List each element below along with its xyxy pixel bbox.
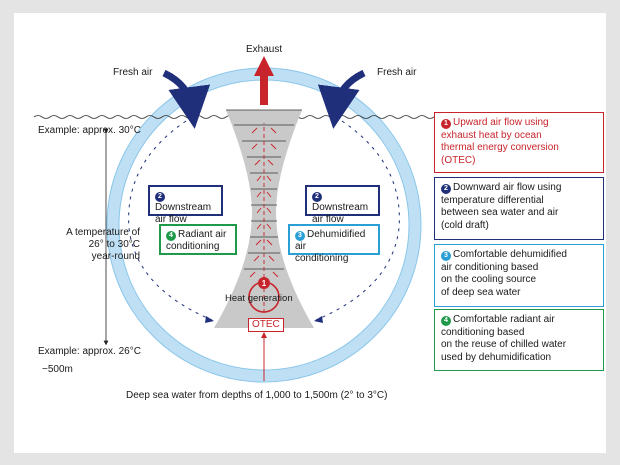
downstream-flow-right xyxy=(315,120,400,321)
depth-label: −500m xyxy=(42,364,73,375)
legend-line: (cold draft) xyxy=(441,219,489,231)
box-line: air flow xyxy=(155,214,187,225)
bottom-temp-label: Example: approx. 26°C xyxy=(38,346,141,357)
deep-sea-water-label: Deep sea water from depths of 1,000 to 1… xyxy=(126,390,388,401)
heat-generation-label: Heat generation xyxy=(225,293,293,304)
heat-generation-number-icon xyxy=(258,277,270,289)
fresh-air-left-label: Fresh air xyxy=(113,67,153,78)
exhaust-arrow xyxy=(254,56,274,105)
legend-line: exhaust heat by ocean xyxy=(441,129,542,141)
downstream-air-flow-box-right: 2Downstream air flow xyxy=(305,185,380,225)
legend-line: Comfortable radiant air xyxy=(453,314,555,325)
number-2-icon: 2 xyxy=(155,192,165,202)
box-line: Downstream xyxy=(312,202,369,213)
legend-line: on the cooling source xyxy=(441,274,537,285)
legend-line: (OTEC) xyxy=(441,154,476,166)
diagram-graphics: 1 xyxy=(33,56,435,383)
number-3-icon: 3 xyxy=(295,231,305,241)
legend-line: on the reuse of chilled water xyxy=(441,339,567,350)
box-line: Radiant air xyxy=(178,229,227,240)
legend-line: air conditioning based xyxy=(441,261,539,273)
downstream-flow-left xyxy=(128,120,213,321)
legend-line: Downward air flow using xyxy=(453,182,562,193)
fresh-air-arrow-right xyxy=(317,69,366,129)
legend-line: between sea water and air xyxy=(441,207,559,218)
number-3-icon: 3 xyxy=(441,251,451,261)
downstream-air-flow-box-left: 2Downstream air flow xyxy=(148,185,223,225)
fresh-air-right-label: Fresh air xyxy=(377,67,417,78)
box-line: Dehumidified air xyxy=(295,229,366,252)
number-2-icon: 2 xyxy=(312,192,322,202)
temp-range-line: A temperature of xyxy=(66,227,140,238)
legend-line: thermal energy conversion xyxy=(441,142,559,153)
legend-line: used by dehumidification xyxy=(441,351,552,363)
exhaust-label: Exhaust xyxy=(246,44,283,55)
box-line: conditioning xyxy=(295,253,349,264)
otec-badge: OTEC xyxy=(248,318,284,332)
legend-line: Comfortable dehumidified xyxy=(453,249,567,260)
box-line: conditioning xyxy=(166,241,220,252)
legend-line: Upward air flow using xyxy=(453,117,549,128)
box-line: air flow xyxy=(312,214,344,225)
legend-line: of deep sea water xyxy=(441,286,521,298)
svg-text:1: 1 xyxy=(262,279,267,288)
box-line: Downstream xyxy=(155,202,212,213)
temp-range-line: year-round xyxy=(91,251,140,262)
diagram-canvas: 1 Exhaust Fresh air Fresh air Example: a… xyxy=(14,13,606,453)
surface-temp-label: Example: approx. 30°C xyxy=(38,125,141,136)
fresh-air-arrow-left xyxy=(162,69,211,129)
number-2-icon: 2 xyxy=(441,184,451,194)
legend-line: temperature differential xyxy=(441,194,544,206)
number-1-icon: 1 xyxy=(441,119,451,129)
legend-line: conditioning based xyxy=(441,326,525,338)
temp-range-line: 26° to 30°C xyxy=(88,239,140,250)
number-4-icon: 4 xyxy=(441,316,451,326)
temp-range-label: A temperature of 26° to 30°C year-round xyxy=(36,227,140,263)
number-4-icon: 4 xyxy=(166,231,176,241)
